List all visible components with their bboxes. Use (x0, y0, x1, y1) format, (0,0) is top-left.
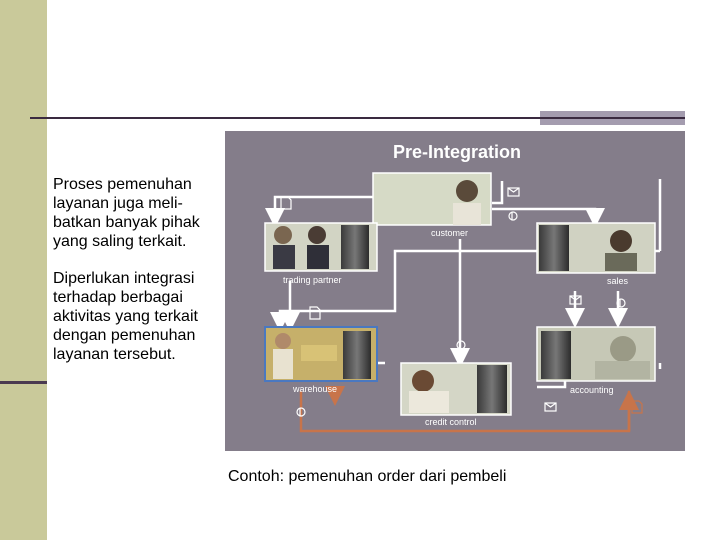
svg-text:trading partner: trading partner (283, 275, 342, 285)
svg-text:sales: sales (607, 276, 629, 286)
node-trading-partner: trading partner (264, 222, 378, 285)
sidebar-marker (0, 381, 47, 384)
document-icon (309, 306, 321, 320)
slide-caption: Contoh: pemenuhan order dari pembeli (228, 468, 507, 485)
slide-text: Proses pemenuhan layanan juga meli-batka… (53, 175, 225, 382)
sidebar-accent-bar (0, 0, 47, 540)
document-icon (631, 400, 643, 414)
node-customer: customer (372, 172, 492, 238)
envelope-icon (507, 187, 520, 197)
envelope-icon (544, 402, 557, 412)
phone-icon (296, 407, 306, 417)
diagram-canvas: Pre-Integration customer (264, 142, 662, 433)
svg-text:accounting: accounting (570, 385, 614, 395)
svg-text:customer: customer (431, 228, 468, 238)
paragraph-1: Proses pemenuhan layanan juga meli-batka… (53, 176, 200, 250)
mail-icons (507, 187, 582, 412)
emphasis-integrasi: integrasi (133, 270, 195, 287)
node-warehouse: warehouse (264, 326, 378, 394)
node-sales: sales (536, 222, 656, 286)
phone-icon (456, 340, 466, 350)
node-accounting: accounting (536, 326, 656, 395)
svg-text:credit control: credit control (425, 417, 477, 427)
diagram-title: Pre-Integration (393, 142, 521, 162)
document-icon (280, 196, 292, 210)
paragraph-2: Diperlukan integrasi terhadap berbagai a… (53, 270, 198, 363)
svg-text:warehouse: warehouse (292, 384, 337, 394)
envelope-icon (569, 295, 582, 305)
node-credit-control: credit control (400, 362, 512, 427)
pre-integration-diagram: Pre-Integration customer (225, 131, 685, 451)
phone-icons (296, 211, 626, 417)
document-icons (280, 196, 643, 414)
phone-icon (508, 211, 518, 221)
header-rule (30, 117, 685, 119)
phone-icon (616, 298, 626, 308)
